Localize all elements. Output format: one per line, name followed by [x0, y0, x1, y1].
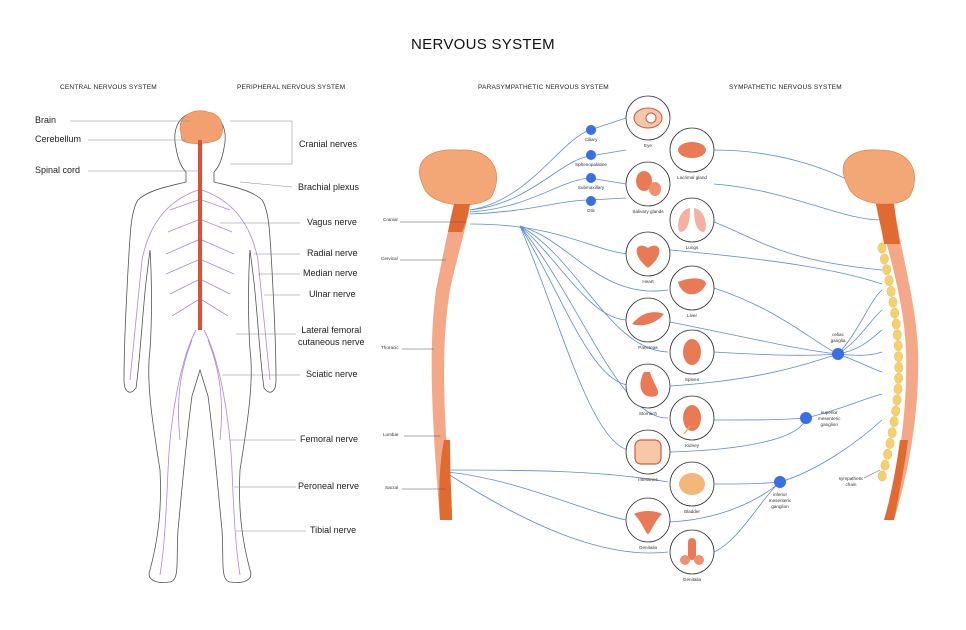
- label-otic: Otic: [586, 208, 596, 213]
- organ-salivary: [625, 161, 671, 207]
- organ-label-heart: Heart: [642, 279, 654, 284]
- organ-label-uterus: Genitalia: [638, 545, 658, 550]
- label-cranial-nerves: Cranial nerves: [299, 139, 358, 149]
- human-body-figure: [123, 110, 277, 583]
- chain-ganglion: [880, 253, 889, 265]
- label-sphenopalatine: Sphenopalatine: [575, 162, 607, 167]
- organ-label-liver: Liver: [687, 313, 697, 318]
- label-peroneal-nerve: Peroneal nerve: [298, 481, 360, 491]
- organ-heart: [625, 231, 671, 277]
- body-leader-lines: [70, 120, 306, 532]
- label-submaxillary: Submaxillary: [577, 185, 605, 190]
- label-brain: Brain: [35, 115, 57, 125]
- organ-label-salivary: Salivary glands: [632, 209, 664, 214]
- organ-label-male: Genitalia: [682, 577, 702, 582]
- label-tibial-nerve: Tibial nerve: [310, 525, 357, 535]
- organ-male: [669, 529, 715, 575]
- chain-ganglion: [887, 427, 897, 438]
- inferior-mesenteric-ganglion: [774, 476, 786, 488]
- organ-label-stomach: Stomach: [638, 411, 658, 416]
- organ-gland: [669, 127, 715, 173]
- diagram-title: NERVOUS SYSTEM: [411, 36, 555, 53]
- chain-ganglion: [894, 351, 903, 362]
- organ-liver: [669, 265, 715, 311]
- ciliary-ganglion: [586, 125, 596, 135]
- label-radial-nerve: Radial nerve: [307, 248, 358, 258]
- organ-lungs: [669, 197, 715, 243]
- organ-label-gland: Lacrimal gland: [677, 175, 707, 180]
- parasympathetic-spine: [419, 149, 497, 520]
- section-central: CENTRAL NERVOUS SYSTEM: [60, 84, 157, 91]
- label-vagus-nerve: Vagus nerve: [307, 217, 357, 227]
- submaxillary-ganglion: [586, 173, 596, 183]
- sympathetic-chain: [877, 242, 904, 482]
- region-thoracic: Thoracic: [381, 345, 399, 350]
- section-peripheral: PERIPHERAL NERVOUS SYSTEM: [237, 84, 346, 91]
- chain-ganglion: [894, 372, 903, 384]
- otic-ganglion: [586, 196, 596, 206]
- organ-stomach: [625, 363, 671, 409]
- chain-ganglion: [886, 285, 896, 297]
- sympathetic-spine: [842, 149, 919, 520]
- spine-region-leaders: [400, 221, 466, 490]
- section-sympathetic: SYMPATHETIC NERVOUS SYSTEM: [729, 84, 842, 91]
- label-ciliary: Ciliary: [584, 137, 598, 142]
- organ-intestines: [625, 429, 671, 475]
- chain-ganglion: [889, 416, 899, 428]
- label-sympathetic-chain: sympathetic chain: [838, 476, 864, 487]
- organ-label-spleen: Spleen: [684, 377, 700, 382]
- celiac-ganglion: [832, 348, 844, 360]
- organ-bladder: [669, 461, 715, 507]
- chain-ganglion: [884, 275, 894, 286]
- region-lumbar: Lumbar: [383, 432, 399, 437]
- chain-ganglion: [890, 307, 900, 319]
- organ-label-lungs: Lungs: [685, 245, 699, 250]
- label-spinal-cord: Spinal cord: [35, 165, 81, 175]
- ganglia: [586, 125, 844, 488]
- region-cervical: Cervical: [381, 256, 398, 261]
- organ-pancreas: [625, 297, 671, 343]
- section-parasympathetic: PARASYMPATHETIC NERVOUS SYSTEM: [478, 84, 609, 91]
- organ-label-intestines: Intestines: [638, 477, 658, 482]
- chain-ganglion: [893, 383, 903, 395]
- chain-ganglion: [888, 296, 898, 308]
- label-femoral-nerve: Femoral nerve: [300, 434, 359, 444]
- superior-mesenteric-ganglion: [800, 412, 812, 424]
- chain-ganglion: [891, 405, 901, 417]
- organ-spleen: [669, 329, 715, 375]
- chain-ganglion: [894, 361, 904, 373]
- organ-uterus: [625, 497, 671, 543]
- chain-ganglion: [885, 437, 895, 449]
- label-ulnar-nerve: Ulnar nerve: [309, 289, 356, 299]
- chain-ganglion: [892, 394, 902, 406]
- organ-label-pancreas: Pancreas: [638, 345, 658, 350]
- chain-ganglion: [892, 329, 902, 341]
- region-sacral: Sacral: [385, 485, 399, 490]
- chain-ganglion: [877, 242, 887, 254]
- label-superior-mesenteric: superior mesenteric ganglion: [818, 410, 841, 427]
- sphenopalatine-ganglion: [586, 150, 596, 160]
- label-celiac-ganglia: celiac ganglia: [830, 332, 846, 343]
- organ-label-eye: Eye: [644, 143, 652, 148]
- chain-ganglion: [891, 318, 901, 330]
- organ-label-kidney: Kidney: [684, 443, 700, 448]
- label-median-nerve: Median nerve: [303, 268, 358, 278]
- label-brachial-plexus: Brachial plexus: [298, 182, 360, 192]
- chain-ganglion: [882, 264, 892, 276]
- organ-circles: [625, 95, 715, 575]
- chain-ganglion: [880, 459, 890, 471]
- chain-ganglion: [893, 340, 903, 352]
- chain-ganglion: [883, 448, 892, 460]
- region-cranial: Cranial: [383, 217, 398, 222]
- organ-kidney: [669, 395, 715, 441]
- organ-label-bladder: Bladder: [684, 509, 700, 514]
- label-inferior-mesenteric: inferior mesenteric ganglion: [768, 492, 792, 509]
- label-cerebellum: Cerebellum: [35, 134, 82, 144]
- organ-eye: [625, 95, 671, 141]
- chain-ganglion: [877, 470, 887, 482]
- label-sciatic-nerve: Sciatic nerve: [306, 369, 358, 379]
- label-lateral-femoral: Lateral femoral cutaneous nerve: [298, 325, 365, 347]
